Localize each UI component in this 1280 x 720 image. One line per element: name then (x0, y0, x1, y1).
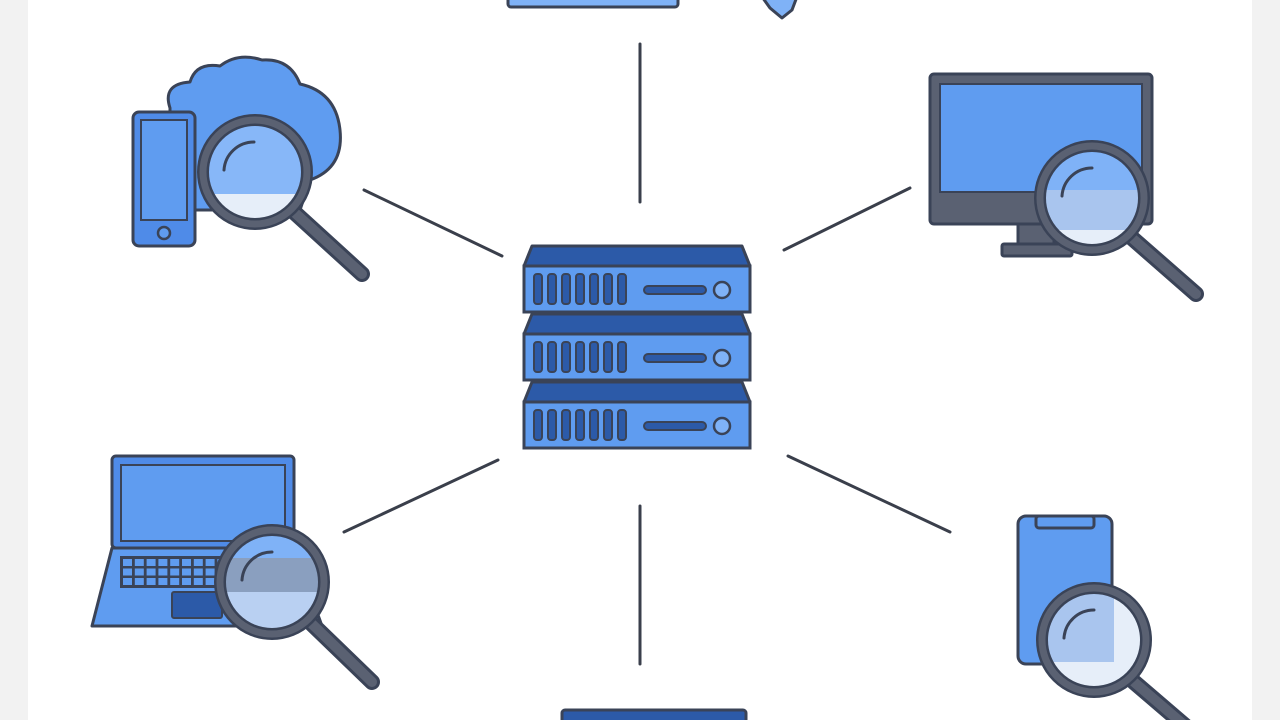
keyboard-key (146, 568, 156, 576)
server-vent (547, 341, 557, 373)
server-vent (589, 409, 599, 441)
server-vent (533, 341, 543, 373)
connector-top-left (362, 188, 504, 258)
keyboard-key (170, 578, 180, 585)
keyboard-key (123, 559, 132, 566)
keyboard-key (158, 578, 168, 585)
server-drive-slot (643, 285, 707, 295)
keyboard-key (158, 559, 168, 566)
bottom-device-partial (560, 708, 748, 720)
server-rack (522, 244, 752, 450)
server-unit (522, 312, 752, 382)
server-vent (547, 273, 557, 305)
server-led (712, 348, 732, 368)
magnifier-icon (197, 114, 370, 282)
keyboard-key (158, 568, 168, 576)
tablet-node (1016, 514, 1191, 720)
server-vent (561, 409, 571, 441)
server-vent (603, 409, 613, 441)
top-device-partial (506, 0, 798, 20)
server-led (712, 416, 732, 436)
server-led (712, 280, 732, 300)
tablet-speaker (1034, 514, 1096, 530)
keyboard-key (205, 568, 215, 576)
server-vent (533, 409, 543, 441)
keyboard-key (146, 559, 156, 566)
server-vent (617, 341, 627, 373)
keyboard-key (134, 568, 144, 576)
keyboard-key (205, 578, 215, 585)
server-unit (522, 380, 752, 450)
laptop-node (90, 454, 380, 690)
keyboard-key (182, 578, 191, 585)
top-device-base (506, 0, 680, 9)
server-vent (603, 273, 613, 305)
keyboard-key (170, 559, 180, 566)
keyboard-key (193, 559, 203, 566)
phone-home-button (156, 225, 172, 241)
server-vent (561, 273, 571, 305)
phone-screen (140, 119, 188, 221)
magnifier-icon (1036, 582, 1191, 720)
keyboard-key (182, 559, 191, 566)
keyboard-key (134, 559, 144, 566)
magnifier-icon (214, 524, 380, 690)
keyboard-key (182, 568, 191, 576)
server-vent (533, 273, 543, 305)
server-vent (575, 341, 585, 373)
server-drive-slot (643, 353, 707, 363)
keyboard-key (123, 578, 132, 585)
connector-top-right (782, 186, 912, 252)
server-vent (561, 341, 571, 373)
keyboard-key (205, 559, 215, 566)
magnifier-icon (1034, 140, 1204, 302)
keyboard-key (134, 578, 144, 585)
connector-lines (342, 42, 952, 666)
laptop-trackpad (171, 591, 223, 619)
server-vent (617, 409, 627, 441)
top-device-shield-icon (762, 0, 798, 20)
server-unit (522, 244, 752, 314)
connector-bottom-left (342, 458, 500, 534)
server-vent (589, 341, 599, 373)
connector-bottom-right (786, 454, 952, 534)
keyboard-key (170, 568, 180, 576)
keyboard-key (123, 568, 132, 576)
server-drive-slot (643, 421, 707, 431)
server-vent (589, 273, 599, 305)
keyboard-key (146, 578, 156, 585)
cloud-phone-node (131, 55, 370, 282)
keyboard-key (193, 568, 203, 576)
desktop-node (928, 72, 1204, 302)
server-vent (617, 273, 627, 305)
bottom-device-top (560, 708, 748, 720)
server-vent (575, 273, 585, 305)
server-vent (547, 409, 557, 441)
server-vent (575, 409, 585, 441)
keyboard-key (193, 578, 203, 585)
server-vent (603, 341, 613, 373)
